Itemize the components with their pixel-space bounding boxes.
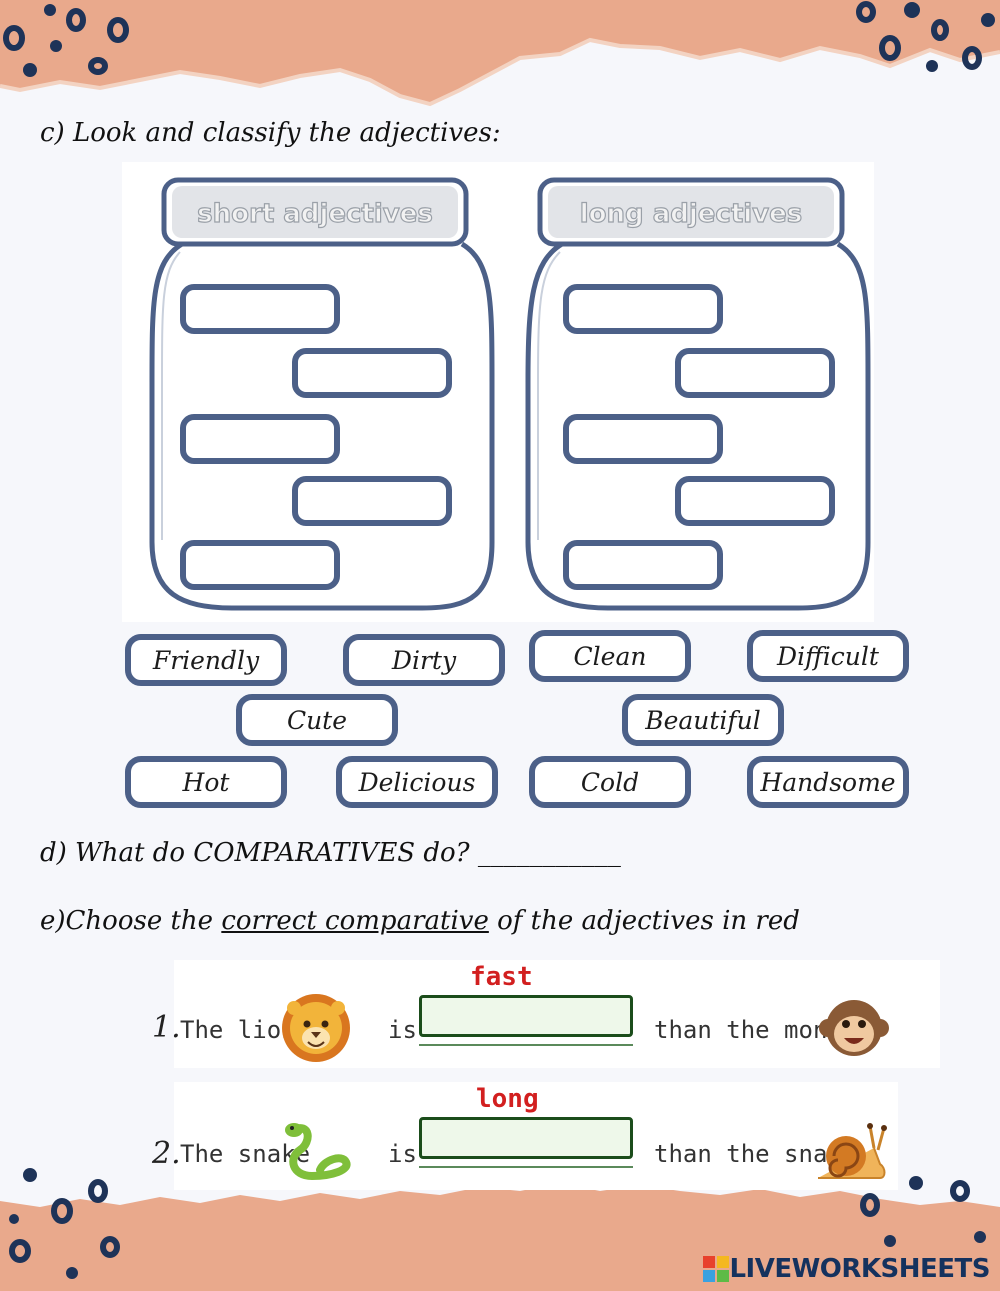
long-jar-slot-3[interactable] [563, 414, 723, 464]
liveworksheets-logo-text: LIVEWORKSHEETS [729, 1254, 990, 1284]
long-jar-slot-5[interactable] [563, 540, 723, 590]
snail-icon [818, 1123, 887, 1179]
long-jar-slot-2[interactable] [675, 348, 835, 398]
word-chip-friendly[interactable]: Friendly [125, 634, 287, 686]
question-2-answer-line [419, 1166, 633, 1168]
word-chip-cold[interactable]: Cold [529, 756, 691, 808]
short-jar-slot-3[interactable] [180, 414, 340, 464]
question-2-verb: is [388, 1140, 417, 1168]
question-2-subject: The snake [180, 1140, 311, 1168]
question-1-verb: is [388, 1016, 417, 1044]
word-chip-dirty[interactable]: Dirty [343, 634, 505, 686]
short-adjectives-label: short adjectives [197, 199, 433, 229]
monkey-icon [819, 1000, 889, 1056]
section-d-question: d) What do COMPARATIVES do? ___________ [40, 838, 621, 868]
long-jar-slot-4[interactable] [675, 476, 835, 526]
snake-icon [285, 1123, 351, 1181]
word-chip-difficult[interactable]: Difficult [747, 630, 909, 682]
lion-icon [282, 994, 350, 1062]
liveworksheets-logo: LIVEWORKSHEETS [703, 1253, 990, 1285]
question-1-answer-input[interactable] [419, 995, 633, 1037]
section-c-heading: c) Look and classify the adjectives: [40, 118, 501, 148]
question-1-answer-line [419, 1044, 633, 1046]
section-e-suffix: of the adjectives in red [488, 906, 800, 936]
word-chip-delicious[interactable]: Delicious [336, 756, 498, 808]
short-jar-slot-1[interactable] [180, 284, 340, 334]
section-e-heading: e)Choose the correct comparative of the … [40, 906, 800, 936]
long-adjectives-label: long adjectives [580, 199, 802, 229]
short-jar-slot-4[interactable] [292, 476, 452, 526]
question-2-number: 2. [152, 1136, 181, 1171]
question-1-adjective: fast [470, 962, 533, 992]
section-e-prefix: e)Choose the [40, 906, 222, 936]
question-2-rest: than the snail [654, 1140, 857, 1168]
word-chip-clean[interactable]: Clean [529, 630, 691, 682]
liveworksheets-logo-icon [703, 1256, 730, 1282]
question-1-subject: The lion [180, 1016, 296, 1044]
question-2-answer-input[interactable] [419, 1117, 633, 1159]
torn-paper-bottom-decoration [0, 1168, 1000, 1291]
word-chip-beautiful[interactable]: Beautiful [622, 694, 784, 746]
word-chip-hot[interactable]: Hot [125, 756, 287, 808]
word-chip-handsome[interactable]: Handsome [747, 756, 909, 808]
word-chip-cute[interactable]: Cute [236, 694, 398, 746]
long-jar-slot-1[interactable] [563, 284, 723, 334]
short-jar-slot-2[interactable] [292, 348, 452, 398]
short-jar-slot-5[interactable] [180, 540, 340, 590]
question-1-number: 1. [152, 1010, 181, 1045]
section-e-underlined: correct comparative [221, 906, 489, 936]
torn-paper-top-decoration [0, 0, 1000, 107]
question-2-adjective: long [476, 1084, 539, 1114]
